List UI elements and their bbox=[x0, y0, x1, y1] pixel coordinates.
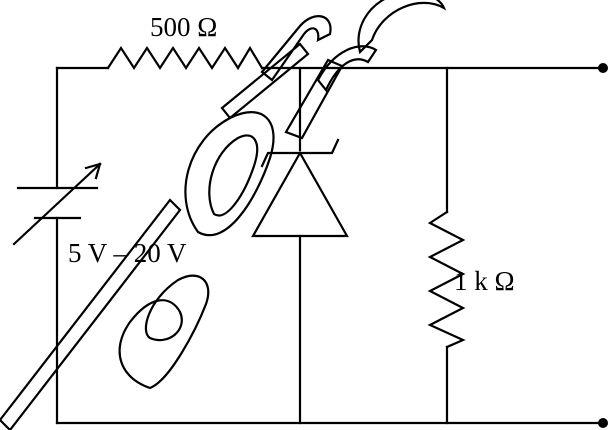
variable-dc-source bbox=[12, 162, 102, 246]
series-resistor-label: 500 Ω bbox=[150, 12, 217, 42]
watermark-letter-f bbox=[220, 15, 332, 120]
watermark-letter-s bbox=[118, 274, 210, 390]
watermark-letter-top bbox=[357, 0, 447, 55]
output-terminal-bottom bbox=[598, 418, 608, 428]
watermark-letter-o bbox=[184, 111, 275, 237]
watermark-letter-r bbox=[284, 45, 378, 140]
watermark-slash bbox=[0, 198, 182, 430]
watermark bbox=[0, 0, 447, 430]
load-resistor bbox=[427, 210, 466, 349]
diode-triangle bbox=[251, 150, 349, 238]
zener-bar bbox=[260, 138, 340, 168]
variable-arrow bbox=[12, 162, 102, 246]
arrow-head-icon bbox=[84, 162, 102, 180]
zener-diode bbox=[251, 138, 349, 238]
output-terminal-top bbox=[598, 63, 608, 73]
series-resistor bbox=[106, 45, 264, 71]
load-resistor-label: 1 k Ω bbox=[454, 266, 515, 296]
source-range-label: 5 V – 20 V bbox=[68, 238, 187, 268]
